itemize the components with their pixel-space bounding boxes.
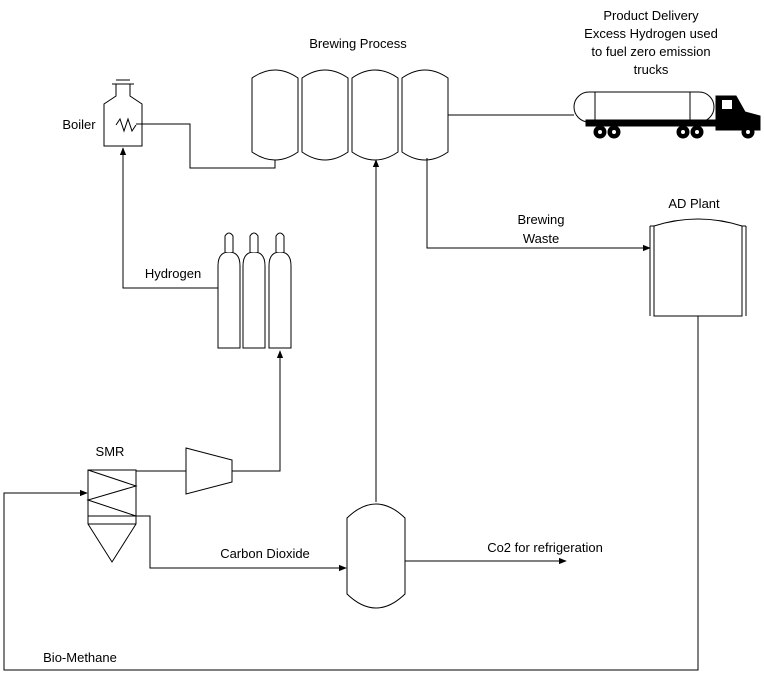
boiler-label: Boiler (62, 117, 96, 132)
brewing-process-label: Brewing Process (309, 36, 407, 51)
brewing-tank-2 (301, 69, 349, 161)
smr-label: SMR (96, 444, 125, 459)
carbon-dioxide-arrow (136, 515, 347, 572)
hydrogen-cylinders (217, 232, 292, 349)
truck-chassis (585, 119, 717, 127)
excess-hydrogen-label-3: trucks (634, 62, 669, 77)
product-delivery-label: Product Delivery (603, 8, 699, 23)
compressor-to-hydrogen-arrow (232, 350, 284, 472)
brewing-waste-label-2: Waste (523, 231, 559, 246)
boiler-to-brewing-line (136, 123, 276, 169)
smr-hopper (87, 515, 137, 563)
compressor (185, 447, 233, 495)
hydrogen-cylinder-2 (242, 251, 266, 349)
excess-hydrogen-label-2: to fuel zero emission (591, 44, 710, 59)
hydrogen-cylinder-1 (217, 251, 241, 349)
hydrogen-cylinder-3 (268, 251, 292, 349)
brewing-tank-3 (351, 69, 399, 161)
tanker-truck (448, 91, 761, 139)
bio-methane-arrow (3, 316, 699, 671)
smr-unit (86, 469, 138, 563)
bio-methane-label: Bio-Methane (43, 650, 117, 665)
excess-hydrogen-label-1: Excess Hydrogen used (584, 26, 718, 41)
ad-plant (649, 218, 747, 317)
boiler (103, 79, 143, 147)
carbon-dioxide-label: Carbon Dioxide (220, 546, 310, 561)
brewing-tank-4 (401, 69, 449, 161)
ad-plant-label: AD Plant (668, 196, 720, 211)
ad-plant-tank (653, 218, 743, 317)
hydrogen-label: Hydrogen (145, 266, 201, 281)
brewing-tank-1 (251, 69, 299, 161)
brewing-tanks (251, 69, 449, 161)
co2-separator-vessel (346, 503, 406, 609)
co2-refrigeration-label: Co2 for refrigeration (487, 540, 603, 555)
brewing-waste-label-1: Brewing (518, 212, 565, 227)
boiler-body (103, 83, 143, 147)
hydrogen-to-boiler-arrow (119, 147, 218, 289)
heat-coil-icon (115, 117, 137, 133)
brewing-waste-arrow (426, 158, 651, 252)
